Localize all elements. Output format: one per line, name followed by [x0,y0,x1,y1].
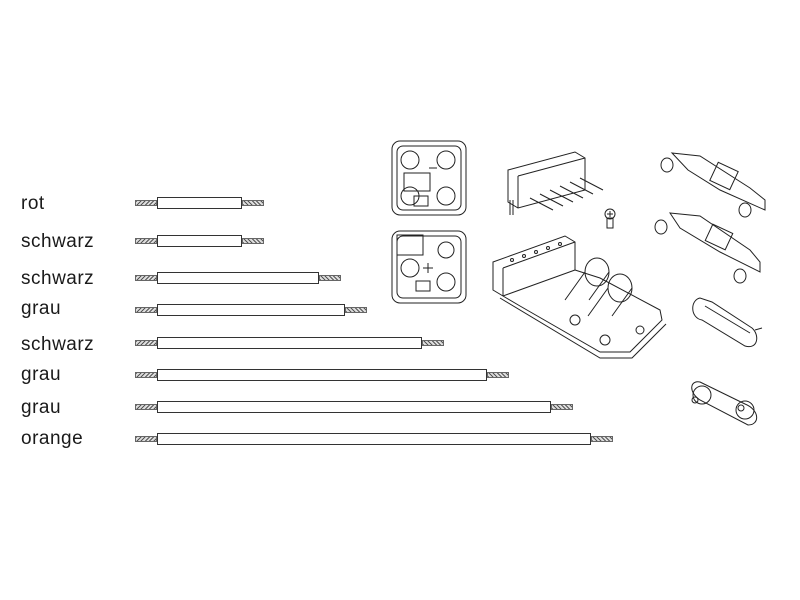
pin-header [507,151,604,215]
wire-label: rot [21,193,45,214]
stripped-end-left [135,275,157,281]
wire-label: orange [21,428,84,449]
stripped-end-left [135,307,157,313]
wire [0,197,800,209]
wire-label: grau [21,397,62,418]
wire-label: grau [21,364,62,385]
circuit-board [492,235,667,359]
wire-insulation [157,304,345,316]
stripped-end-right [319,275,341,281]
wire-insulation [157,197,242,209]
stripped-end-right [591,436,613,442]
wire-insulation [157,272,319,284]
wire [0,337,800,349]
double-pin-clip-icon [691,381,758,426]
stripped-end-right [422,340,444,346]
wire [0,272,800,284]
stripped-end-left [135,340,157,346]
wire-insulation [157,401,551,413]
stripped-end-left [135,200,157,206]
wire [0,433,800,445]
connector-plate-minus [391,140,467,216]
stripped-end-left [135,238,157,244]
connector-plate-plus [391,230,467,304]
wire-label: schwarz [21,268,95,289]
stripped-end-left [135,372,157,378]
wire [0,235,800,247]
wire-label: schwarz [21,231,95,252]
wire-insulation [157,369,487,381]
stripped-end-right [242,238,264,244]
wire-insulation [157,337,422,349]
wire-insulation [157,433,591,445]
stripped-end-right [487,372,509,378]
wire [0,401,800,413]
bracket-1-icon [660,152,766,218]
stripped-end-left [135,436,157,442]
screw-icon [604,208,616,229]
bracket-2-icon [654,212,761,284]
wire [0,369,800,381]
wire-label: schwarz [21,334,95,355]
stripped-end-left [135,404,157,410]
stripped-end-right [345,307,367,313]
stripped-end-right [242,200,264,206]
wire [0,304,800,316]
wire-label: grau [21,298,62,319]
wire-insulation [157,235,242,247]
clip-icon [692,297,763,348]
stripped-end-right [551,404,573,410]
